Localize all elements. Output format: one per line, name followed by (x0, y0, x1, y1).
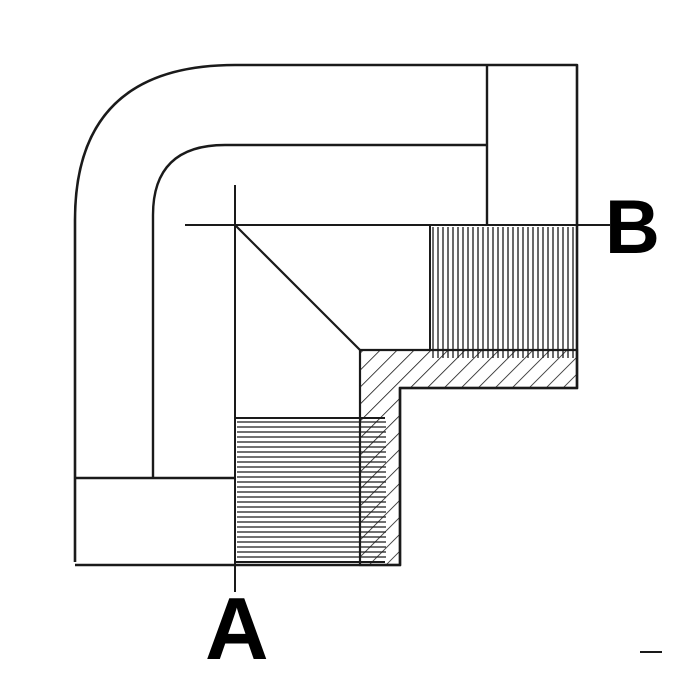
thread-lines-port-b (432, 227, 574, 358)
bore-intersection-line (234, 224, 361, 351)
inner-bore-outline (151, 143, 487, 478)
port-a-label: A (205, 579, 269, 678)
thread-lines-port-a (237, 421, 386, 558)
outer-body-outline (73, 63, 579, 567)
thread-region-b-outline (429, 224, 578, 351)
port-b-label: B (605, 185, 660, 270)
hatched-wall-section (358, 348, 579, 567)
